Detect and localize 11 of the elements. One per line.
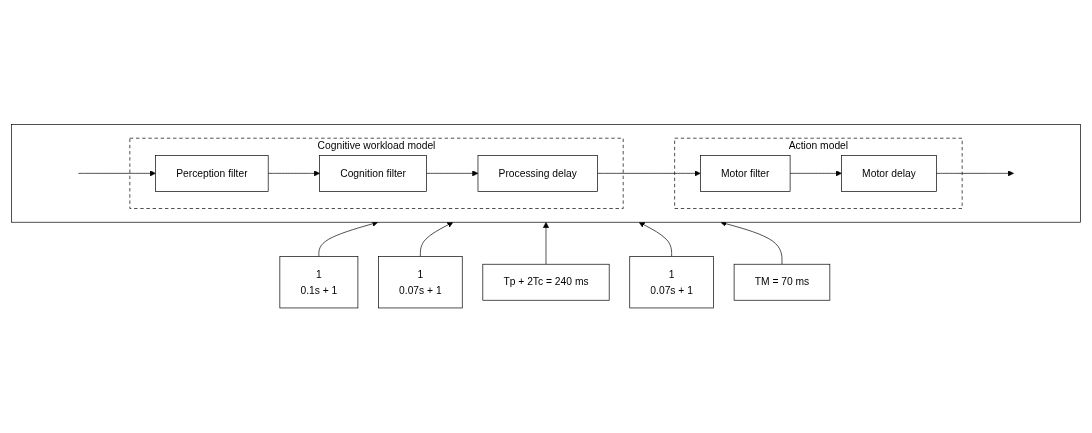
node-box: Perception filter xyxy=(155,155,269,192)
cluster xyxy=(11,124,1081,223)
node-box: 1 0.07s + 1 xyxy=(629,256,714,309)
node-box: TM = 70 ms xyxy=(733,264,831,301)
node-box: 1 0.07s + 1 xyxy=(378,256,463,309)
node-box: Tp + 2Tc = 240 ms xyxy=(482,264,610,301)
node-box: Processing delay xyxy=(477,155,598,192)
node-box: Motor filter xyxy=(700,155,791,192)
node-box: Motor delay xyxy=(841,155,937,192)
node-box: Cognition filter xyxy=(319,155,427,192)
node-box: 1 0.1s + 1 xyxy=(279,256,359,309)
